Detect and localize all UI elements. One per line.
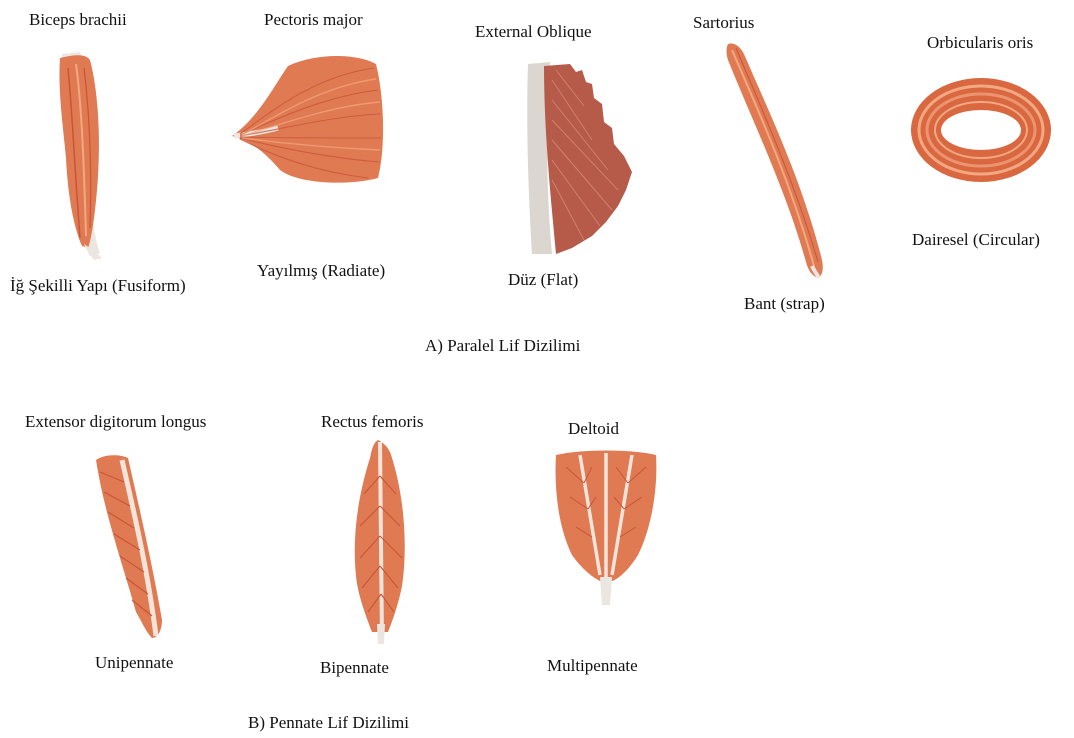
muscle-name-orbicularis-oris: Orbicularis oris [927,34,1033,51]
fusiform-muscle-icon [50,48,130,263]
muscle-name-pectoris-major: Pectoris major [264,11,363,28]
muscle-name-biceps-brachii: Biceps brachii [29,11,127,28]
circular-muscle-icon [908,74,1054,186]
fiber-type-fusiform: İğ Şekilli Yapı (Fusiform) [10,277,186,294]
fiber-type-flat: Düz (Flat) [508,271,578,288]
section-a-caption: A) Paralel Lif Dizilimi [425,337,580,354]
fiber-type-unipennate: Unipennate [95,654,173,671]
multipennate-muscle-icon [552,447,660,607]
fiber-type-radiate: Yayılmış (Radiate) [257,262,385,279]
muscle-name-extensor-digitorum-longus: Extensor digitorum longus [25,413,206,430]
muscle-name-rectus-femoris: Rectus femoris [321,413,423,430]
fiber-type-bipennate: Bipennate [320,659,389,676]
fiber-type-circular: Dairesel (Circular) [912,231,1040,248]
muscle-name-deltoid: Deltoid [568,420,619,437]
muscle-name-external-oblique: External Oblique [475,23,592,40]
bipennate-muscle-icon [350,436,412,646]
fiber-type-strap: Bant (strap) [744,295,825,312]
section-b-caption: B) Pennate Lif Dizilimi [248,714,409,731]
unipennate-muscle-icon [92,452,170,642]
fiber-type-multipennate: Multipennate [547,657,638,674]
muscle-name-sartorius: Sartorius [693,14,754,31]
radiate-muscle-icon [228,46,386,186]
strap-muscle-icon [722,40,830,280]
flat-muscle-icon [522,60,634,256]
